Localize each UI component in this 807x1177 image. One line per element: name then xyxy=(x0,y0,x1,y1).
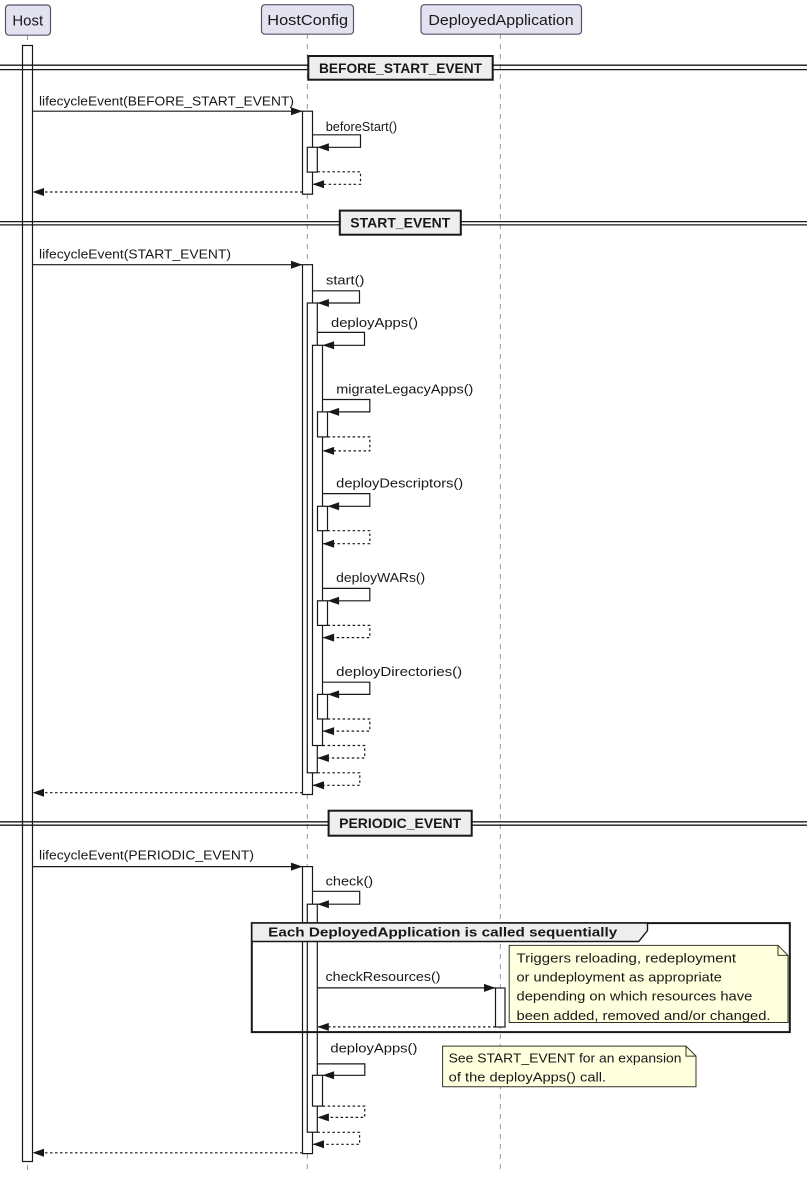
svg-text:Each DeployedApplication is ca: Each DeployedApplication is called seque… xyxy=(268,925,618,940)
svg-text:Triggers reloading, redeployme: Triggers reloading, redeployment xyxy=(517,950,737,965)
svg-text:deployDirectories(): deployDirectories() xyxy=(336,664,462,679)
svg-text:been added, removed and/or cha: been added, removed and/or changed. xyxy=(517,1008,771,1023)
svg-text:deployDescriptors(): deployDescriptors() xyxy=(336,476,463,491)
svg-text:or undeployment as appropriate: or undeployment as appropriate xyxy=(517,970,722,985)
svg-text:See START_EVENT for an expansi: See START_EVENT for an expansion xyxy=(449,1050,682,1065)
svg-text:checkResources(): checkResources() xyxy=(326,969,441,984)
svg-text:deployApps(): deployApps() xyxy=(330,1041,417,1056)
svg-text:of the deployApps() call.: of the deployApps() call. xyxy=(449,1069,606,1084)
svg-text:deployWARs(): deployWARs() xyxy=(336,570,425,585)
svg-text:DeployedApplication: DeployedApplication xyxy=(428,12,573,29)
svg-text:deployApps(): deployApps() xyxy=(331,315,418,330)
svg-text:START_EVENT: START_EVENT xyxy=(350,215,450,231)
svg-text:beforeStart(): beforeStart() xyxy=(326,119,398,134)
svg-text:lifecycleEvent(PERIODIC_EVENT): lifecycleEvent(PERIODIC_EVENT) xyxy=(39,848,254,863)
svg-text:HostConfig: HostConfig xyxy=(267,12,348,29)
svg-text:start(): start() xyxy=(326,273,364,288)
svg-text:PERIODIC_EVENT: PERIODIC_EVENT xyxy=(339,815,461,831)
svg-text:Host: Host xyxy=(12,13,44,30)
svg-text:migrateLegacyApps(): migrateLegacyApps() xyxy=(336,382,473,397)
svg-text:depending on which resources h: depending on which resources have xyxy=(517,989,753,1004)
svg-text:check(): check() xyxy=(326,874,373,889)
svg-text:lifecycleEvent(START_EVENT): lifecycleEvent(START_EVENT) xyxy=(39,247,231,262)
svg-text:lifecycleEvent(BEFORE_START_EV: lifecycleEvent(BEFORE_START_EVENT) xyxy=(39,94,294,109)
svg-text:BEFORE_START_EVENT: BEFORE_START_EVENT xyxy=(319,60,482,76)
